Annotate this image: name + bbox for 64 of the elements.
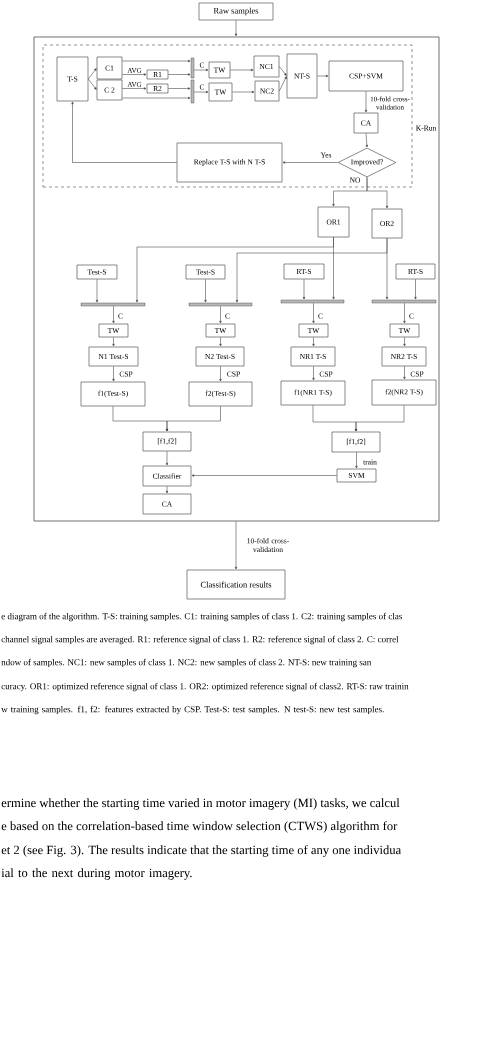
process-box: Raw samples	[198, 2, 274, 21]
arrow	[165, 486, 169, 494]
junction-bar	[190, 79, 195, 104]
arrow	[112, 305, 115, 324]
arrow	[385, 238, 389, 300]
arrow	[366, 177, 389, 209]
arrow	[365, 133, 368, 148]
arrow	[317, 74, 329, 78]
arrow	[168, 73, 191, 76]
arrow	[234, 521, 238, 570]
arrow	[71, 101, 177, 163]
arrow	[403, 302, 406, 324]
arrow	[302, 279, 306, 300]
arrow	[193, 90, 209, 94]
arrow	[414, 279, 417, 300]
caption-text: e diagram of the algorithm. T-S: training samples. C1: training samples of class 1. C2: training samples of clas	[1, 612, 402, 622]
arrow	[191, 474, 337, 477]
arrow	[234, 20, 238, 37]
arrow	[279, 76, 287, 92]
body-text: ial to the next during motor imagery.	[1, 868, 192, 880]
arrow	[354, 405, 405, 432]
body-text: et 2 (see Fig. 3). The results indicate that the starting time of any one individua	[1, 845, 401, 857]
arrow	[403, 366, 406, 380]
arrow	[88, 68, 97, 80]
arrow	[122, 96, 191, 100]
arrow	[403, 337, 406, 347]
junction-bar	[190, 57, 195, 79]
arrow	[312, 366, 315, 381]
body-text: e based on the correlation-based time window selection (CTWS) algorithm for	[1, 821, 398, 833]
arrow	[193, 68, 209, 72]
arrow	[122, 87, 147, 90]
junction-bar	[80, 302, 146, 307]
arrow	[219, 305, 222, 324]
caption-text: ndow of samples. NC1: new samples of class 1. NC2: new samples of class 2. NT-S: new training san	[1, 658, 372, 668]
process-box: Classification results	[186, 569, 286, 600]
arrow	[112, 366, 115, 382]
arrow	[364, 91, 368, 113]
arrow	[112, 337, 115, 347]
arrow	[204, 279, 207, 303]
arrow	[165, 406, 221, 432]
arrow	[312, 302, 315, 324]
arrow	[282, 161, 338, 164]
junction-bar	[371, 299, 437, 304]
caption-text: curacy. OR1: optimized reference signal of class 1. OR2: optimized reference signal of class2. RT-S: raw trainin	[1, 682, 409, 692]
caption-text: channel signal samples are averaged. R1: reference signal of class 1. R2: reference signal of class 2. C: correl	[1, 635, 399, 645]
arrow	[168, 87, 191, 90]
arrow	[355, 452, 358, 469]
junction-bar	[188, 302, 253, 307]
arrow	[95, 279, 99, 303]
arrow	[122, 59, 191, 63]
arrow	[332, 237, 335, 300]
caption-text: w training samples. f1, f2: features extracted by CSP. Test-S: test samples. N test-S: new test samples.	[1, 705, 384, 715]
arrow	[232, 90, 255, 94]
arrow	[219, 337, 222, 347]
outer-frame	[33, 36, 440, 522]
body-text: ermine whether the starting time varied in motor imagery (MI) tasks, we calcul	[1, 798, 400, 810]
arrow	[165, 451, 169, 466]
arrow	[279, 66, 287, 76]
arrow	[312, 337, 315, 347]
arrow	[230, 68, 254, 72]
arrow	[88, 78, 97, 90]
arrow	[122, 73, 147, 76]
arrow	[219, 366, 222, 382]
junction-bar	[280, 299, 345, 304]
